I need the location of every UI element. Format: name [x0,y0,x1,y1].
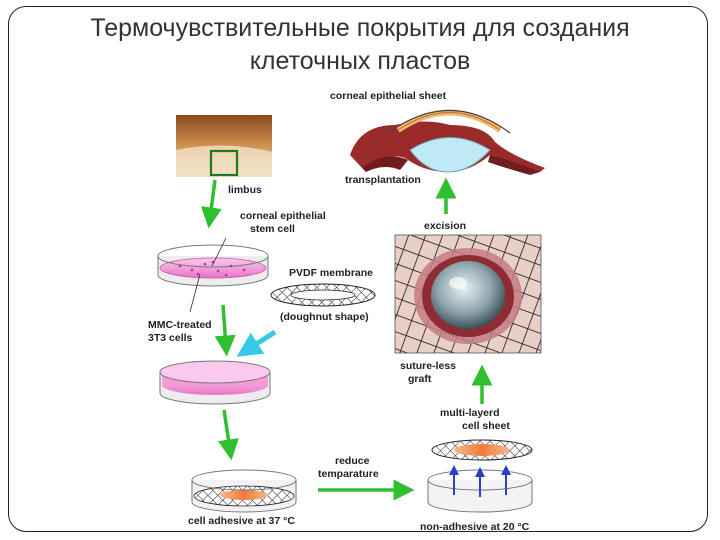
sutureless-graft-photo [394,234,542,354]
label-limbus: limbus [228,184,262,196]
label-mmc-1: MMC-treated [148,319,212,331]
label-reduce-2: temparature [318,468,379,480]
culture-dish-stem-cells [157,244,269,287]
limbus-selection-box [209,149,239,177]
arrow-membrane-to-dish [236,329,277,357]
culture-dish-medium [159,360,271,405]
multilayer-cell-sheet [431,439,533,461]
slide-frame [8,6,708,532]
arrow-dish1-to-dish2 [214,304,236,357]
label-adhesive: cell adhesive at 37 °C [188,515,295,527]
arrow-limbus-to-dish [200,179,222,229]
label-excision: excision [424,220,466,232]
slide-title: Термочувствительные покрытия для создани… [20,12,700,78]
process-arrows [200,177,493,501]
label-multilayer-2: cell sheet [462,420,510,432]
label-mmc-2: 3T3 cells [148,332,193,344]
label-sutureless-1: suture-less [400,360,456,372]
label-stem-cell-2: stem cell [250,223,295,235]
label-doughnut: (doughnut shape) [280,311,369,323]
label-reduce-1: reduce [335,455,370,467]
label-multilayer-1: multi-layerd [440,407,500,419]
label-stem-cell-1: corneal epithelial [240,210,326,222]
label-transplantation: transplantation [345,174,421,186]
label-sutureless-2: graft [408,373,432,385]
culture-dish-adhesive [191,469,297,513]
label-corneal-sheet: corneal epithelial sheet [330,90,447,102]
pvdf-membrane [270,283,376,307]
eye-cross-section [350,109,545,175]
pointer-3t3 [189,273,201,313]
arrow-dish2-to-dish3 [218,409,239,461]
pointer-stem-cell [211,237,227,267]
label-pvdf: PVDF membrane [289,267,373,279]
culture-dish-nonadhesive [427,465,533,513]
limbus-photo [176,115,272,177]
title-line-1: Термочувствительные покрытия для создани… [90,14,630,42]
title-line-2: клеточных пластов [249,47,471,75]
label-nonadhesive: non-adhesive at 20 °C [420,521,530,533]
